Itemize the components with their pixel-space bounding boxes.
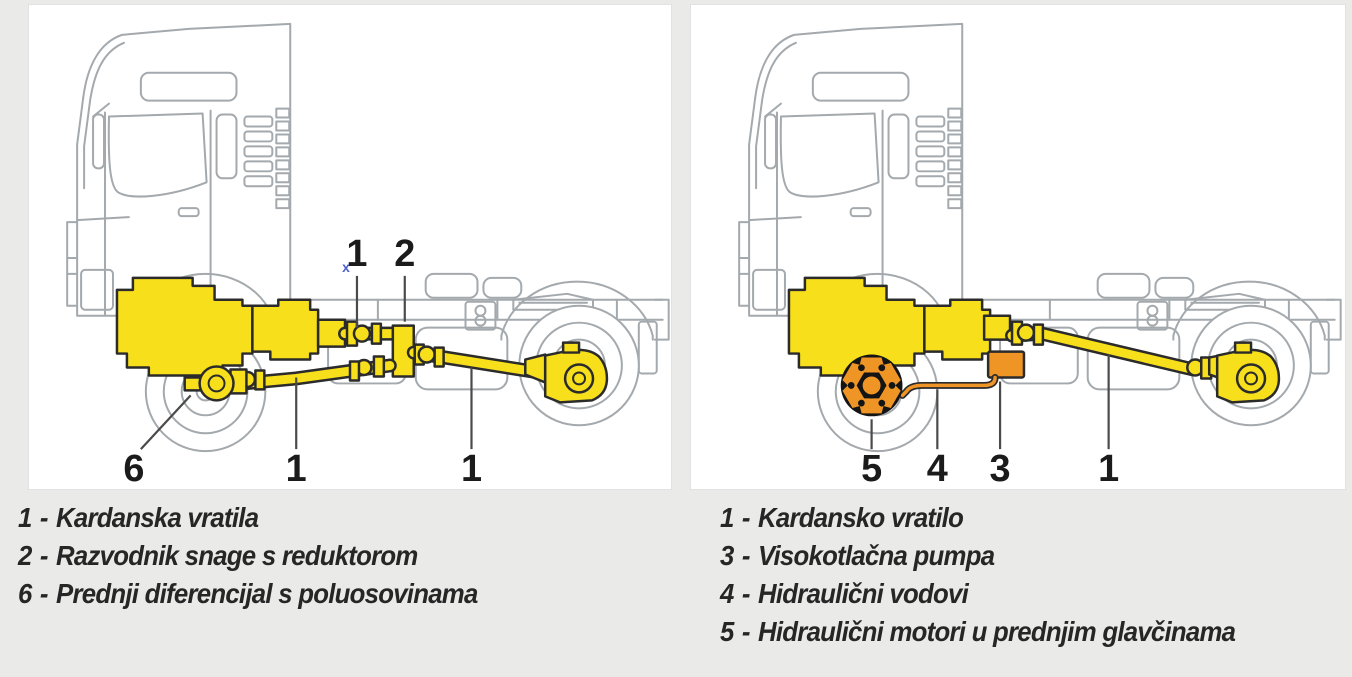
driveshaft-upper <box>338 320 400 347</box>
legend-text: Kardanska vratila <box>56 502 259 533</box>
callout-6-bottom: 6 <box>123 448 144 489</box>
callouts: 5 4 3 1 <box>861 354 1119 489</box>
callout-3-bottom: 3 <box>990 448 1011 489</box>
front-differential <box>183 365 248 402</box>
legend-text: Prednji diferencijal s poluosovinama <box>56 578 478 609</box>
callout-2-top: 2 <box>394 233 415 275</box>
callout-1-bottom-right: 1 <box>461 448 482 489</box>
legend-number: 6 <box>18 578 32 609</box>
legend-number: 1 <box>720 502 734 533</box>
legend-item: 2-Razvodnik snage s reduktorom <box>18 537 478 575</box>
legend-separator: - <box>741 502 751 533</box>
legend-text: Hidraulični vodovi <box>758 578 969 609</box>
bell-housing <box>982 314 1012 341</box>
legend-separator: - <box>39 540 49 571</box>
callout-4-bottom: 4 <box>927 448 948 489</box>
callouts: x 1 2 6 1 1 <box>123 233 482 489</box>
right-diagram-svg: 5 4 3 1 <box>738 22 1342 489</box>
hub-motor <box>840 354 903 417</box>
legend-separator: - <box>39 578 49 609</box>
legend-item: 5-Hidraulični motori u prednjim glavčina… <box>720 613 1236 651</box>
driveshaft-rear <box>406 343 547 384</box>
legend-number: 1 <box>18 502 32 533</box>
legend-item: 4-Hidraulični vodovi <box>720 575 1235 613</box>
left-figure-panel: x 1 2 6 1 1 <box>28 4 672 490</box>
legend-separator: - <box>741 616 751 647</box>
leader-line <box>140 394 192 450</box>
legend-separator: - <box>39 502 49 533</box>
legend-item: 3-Visokotlačna pumpa <box>720 537 1235 575</box>
legend-text: Kardansko vratilo <box>758 502 964 533</box>
legend-text: Hidraulični motori u prednjim glavčinama <box>758 616 1236 647</box>
legend-text: Razvodnik snage s reduktorom <box>56 540 418 571</box>
hydraulic-line <box>898 373 999 399</box>
callout-1-top: 1 <box>346 233 367 275</box>
legend-number: 4 <box>720 578 734 609</box>
legend-item: 1-Kardanska vratila <box>18 499 478 537</box>
cursor-marker: x <box>342 259 350 275</box>
legend-separator: - <box>741 540 751 571</box>
legend-right: 1-Kardansko vratilo 3-Visokotlačna pumpa… <box>720 499 1236 651</box>
legend-separator: - <box>741 578 751 609</box>
legend-number: 3 <box>720 540 734 571</box>
legend-text: Visokotlačna pumpa <box>758 540 995 571</box>
legend-number: 5 <box>720 616 734 647</box>
callout-1-bottom-mid: 1 <box>286 448 307 489</box>
callout-5-bottom: 5 <box>861 448 882 489</box>
legend-left: 1-Kardanska vratila 2-Razvodnik snage s … <box>18 499 478 613</box>
legend-number: 2 <box>18 540 32 571</box>
callout-1-bottom: 1 <box>1098 448 1119 489</box>
hydraulic-pump <box>986 350 1026 379</box>
legend-item: 6-Prednji diferencijal s poluosovinama <box>18 575 478 613</box>
right-figure-panel: 5 4 3 1 <box>690 4 1346 490</box>
legend-item: 1-Kardansko vratilo <box>720 499 1235 537</box>
left-diagram-svg: x 1 2 6 1 1 <box>66 22 670 489</box>
